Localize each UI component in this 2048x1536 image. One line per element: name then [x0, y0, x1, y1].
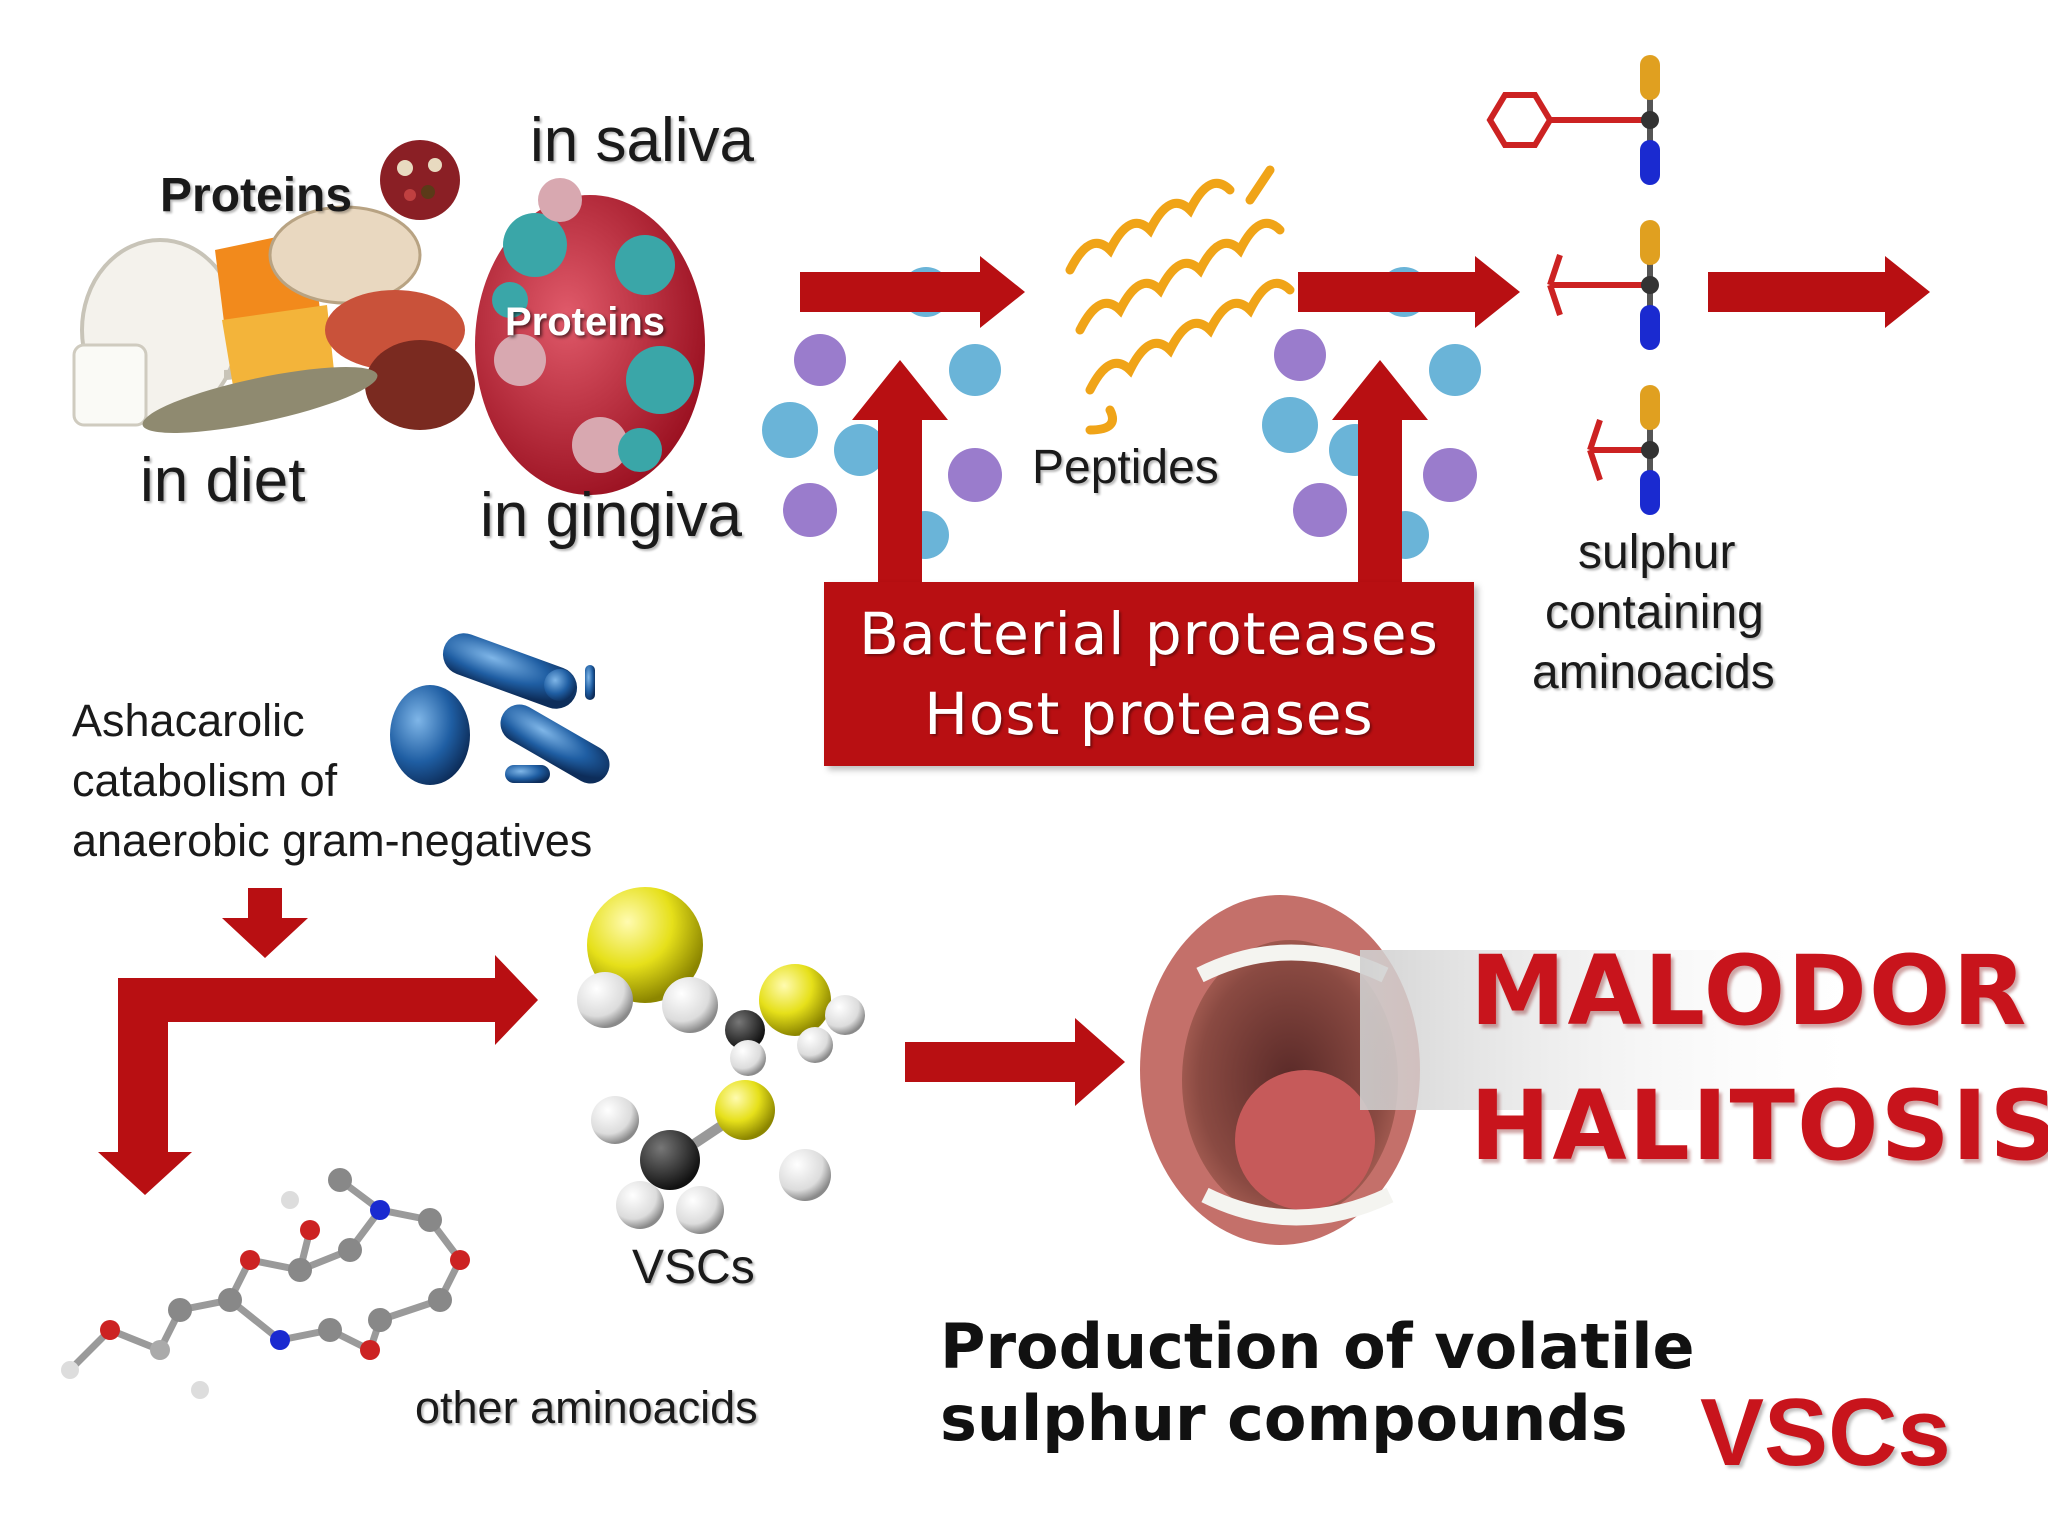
vsc-molecule-methanethiol [725, 964, 865, 1076]
halitosis-label: HALITOSIS [1470, 1070, 2048, 1182]
in-gingiva-label: in gingiva [480, 481, 742, 550]
proteins-diet-label: Proteins [160, 169, 353, 222]
arrow-peptides-to-aminoacids [1298, 256, 1520, 328]
malodor-label: MALODOR [1470, 935, 2029, 1047]
sulphur-aminoacids-label-line3: aminoacids [1532, 646, 1775, 699]
diet-food-illustration [72, 140, 475, 433]
other-aminoacids-molecule [61, 1168, 470, 1399]
sulphur-aminoacid-molecules [1486, 55, 1660, 515]
title-line1: Production of volatile [940, 1310, 1695, 1383]
arrow-protease-up-right [1332, 360, 1428, 582]
vsc-molecule-h2s [577, 887, 718, 1033]
in-saliva-label: in saliva [530, 106, 754, 175]
title-line2: sulphur compounds [940, 1382, 1628, 1455]
catabolism-label-line3: anaerobic gram-negatives [72, 815, 593, 866]
title-vscs-label: VSCs [1700, 1379, 1951, 1486]
sulphur-aminoacids-label-line1: sulphur [1578, 526, 1736, 579]
arrow-vscs-to-malodor [905, 1018, 1125, 1106]
peptide-helix-illustration [1065, 165, 1295, 435]
arrow-aminoacids-onward [1708, 256, 1930, 328]
host-proteases-label: Host proteases [924, 680, 1374, 748]
proteases-box: Bacterial proteases Host proteases [824, 582, 1474, 766]
anaerobic-bacteria-illustration [390, 633, 610, 785]
arrow-catabolism-down [222, 888, 308, 958]
catabolism-label-line2: catabolism of [72, 755, 338, 806]
proteins-surface-label: Proteins [505, 300, 666, 344]
sulphur-aminoacids-label-line2: containing [1545, 586, 1764, 639]
arrow-proteins-to-peptides [800, 256, 1025, 328]
vscs-molecules-label: VSCs [632, 1241, 755, 1294]
protease-cluster-left [762, 267, 1002, 559]
catabolism-label-line1: Ashacarolic [72, 695, 305, 746]
open-mouth-illustration [1140, 895, 1880, 1245]
in-diet-label: in diet [140, 446, 306, 515]
other-aminoacids-label: other aminoacids [415, 1382, 758, 1433]
protein-surface-illustration [475, 178, 705, 495]
vsc-molecule-dimethyl [591, 1080, 831, 1234]
peptides-label: Peptides [1032, 441, 1219, 494]
arrow-split-to-vscs-and-aminoacids [98, 955, 538, 1195]
arrow-protease-up-left [852, 360, 948, 582]
bacterial-proteases-label: Bacterial proteases [859, 600, 1439, 668]
